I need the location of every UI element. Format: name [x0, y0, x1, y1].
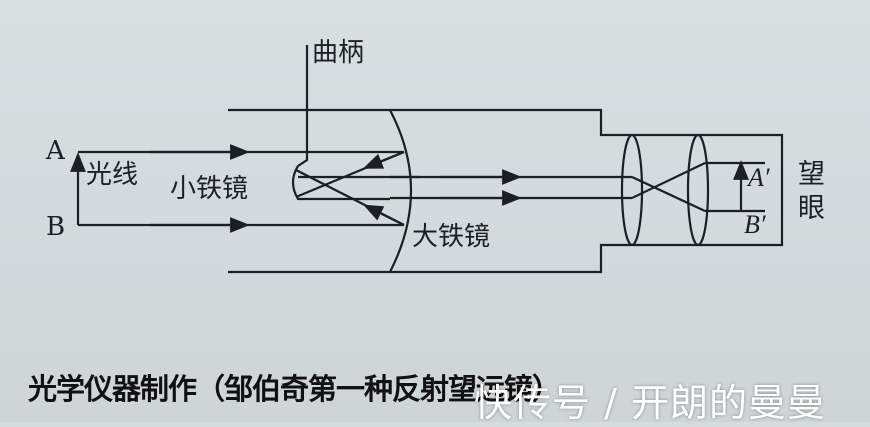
crank-label: 曲柄 [312, 38, 365, 68]
image-a-label: A′ [748, 163, 770, 192]
large-mirror-label: 大铁镜 [412, 222, 491, 252]
point-a-label: A [46, 136, 65, 166]
watermark: 快传号 / 开朗的曼曼 [474, 381, 826, 425]
point-b-label: B [46, 212, 66, 242]
large-mirror [389, 109, 413, 273]
crank [291, 45, 390, 201]
eyepiece-lens [686, 133, 710, 247]
objective-lens [620, 133, 644, 247]
arrow-reflect-b [363, 204, 405, 226]
image-b-label: B′ [744, 210, 766, 239]
tube-outline-top [228, 108, 784, 274]
figure-caption: 光学仪器制作（邹伯奇第一种反射望远镜） [28, 372, 561, 406]
light-ray-label: 光线 [86, 160, 139, 190]
eyepiece-label: 望眼 [798, 159, 825, 224]
arrow-reflect-a [362, 150, 405, 169]
cross-ray-2 [631, 162, 706, 199]
cross-ray-1 [631, 176, 706, 212]
small-mirror-label: 小铁镜 [170, 174, 249, 204]
